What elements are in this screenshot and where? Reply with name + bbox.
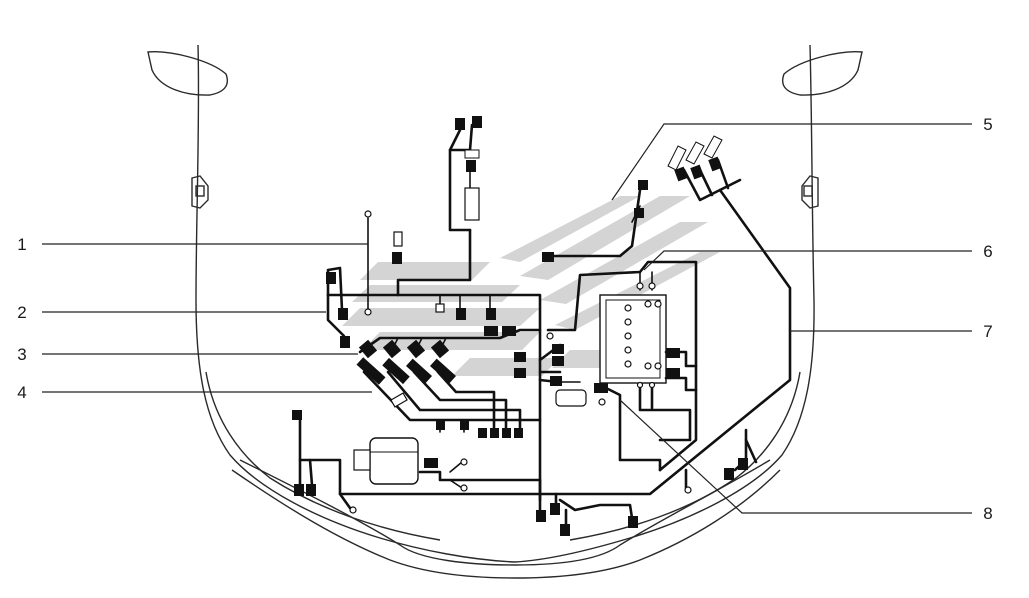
battery — [599, 294, 667, 384]
callout-8: 8 — [983, 504, 992, 523]
right-mirror-icon — [801, 175, 819, 209]
leader-lines — [42, 123, 972, 514]
callout-4: 4 — [17, 383, 26, 402]
right-headlight-icon — [782, 51, 863, 96]
left-headlight-icon — [147, 51, 228, 96]
callout-3: 3 — [17, 345, 26, 364]
connectors — [292, 116, 748, 536]
callout-5: 5 — [983, 115, 992, 134]
car-body-outline — [147, 44, 863, 579]
callout-6: 6 — [983, 242, 992, 261]
callout-2: 2 — [17, 303, 26, 322]
callout-7: 7 — [983, 322, 992, 341]
air-filter-housing — [353, 437, 419, 485]
callout-1: 1 — [17, 235, 26, 254]
callout-labels: 1 2 3 4 5 6 7 8 — [17, 115, 992, 523]
left-mirror-icon — [191, 175, 209, 209]
